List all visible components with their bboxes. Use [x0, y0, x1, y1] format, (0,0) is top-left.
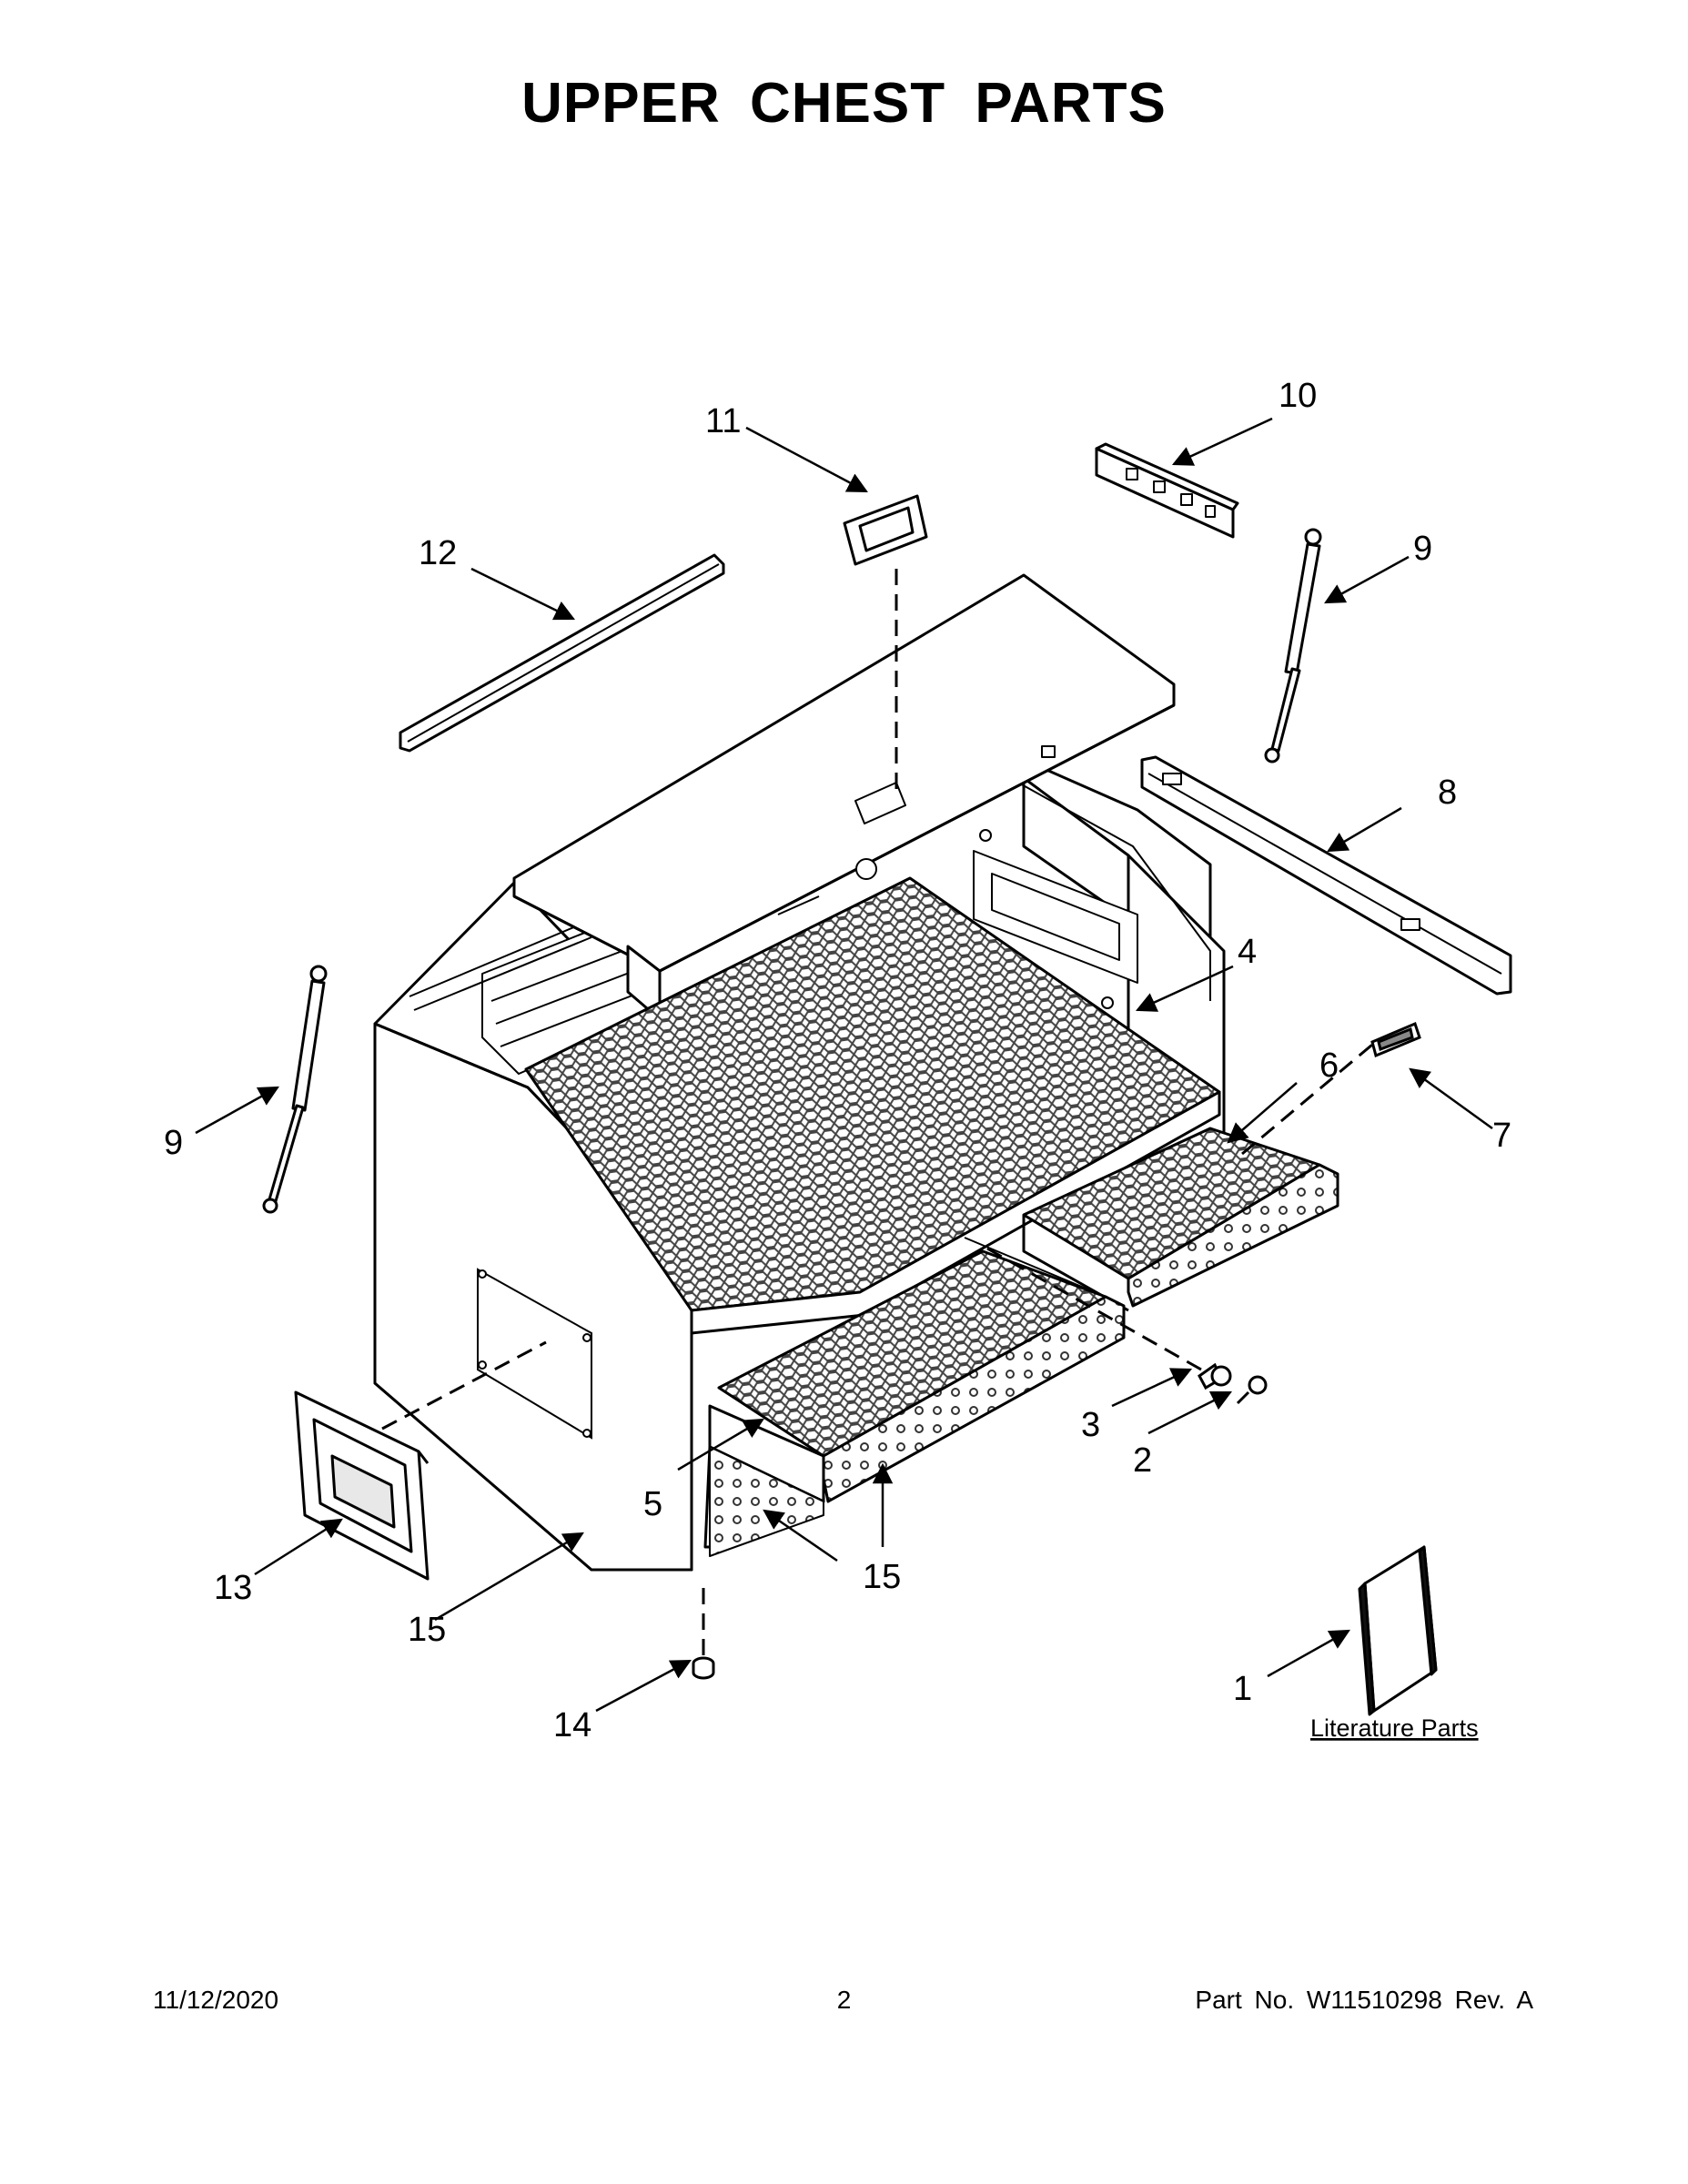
gas-strut-left	[262, 965, 328, 1214]
lower-drawer-tray	[703, 1237, 1126, 1557]
callout-5: 5	[643, 1485, 662, 1523]
drawer-slide	[1140, 755, 1512, 996]
mounting-plate	[477, 1268, 592, 1440]
callout-13: 13	[214, 1569, 252, 1607]
footer-date: 11/12/2020	[153, 1986, 279, 2014]
callout-arrows	[195, 417, 1493, 1713]
lid	[512, 573, 1176, 1021]
callout-7: 7	[1492, 1117, 1511, 1155]
callout-2: 2	[1133, 1441, 1152, 1480]
callout-1: 1	[1233, 1670, 1252, 1708]
drawer-screw	[1236, 1375, 1268, 1405]
literature-parts-label: Literature Parts	[1310, 1714, 1479, 1742]
callout-6: 6	[1319, 1046, 1339, 1085]
callout-15-center: 15	[863, 1558, 901, 1596]
callout-8: 8	[1438, 774, 1457, 812]
footer-page-number: 2	[836, 1986, 852, 2014]
logo-badge	[1370, 1021, 1421, 1058]
chest-foot	[692, 1656, 715, 1680]
literature-booklet	[1358, 1545, 1438, 1716]
callout-15-left: 15	[408, 1611, 446, 1649]
assembly-lines	[381, 569, 1373, 1658]
callout-9-right: 9	[1413, 530, 1432, 568]
right-drawer-tray	[1022, 1127, 1339, 1312]
callout-9-left: 9	[164, 1124, 183, 1162]
footer-part-number: Part No. W11510298 Rev. A	[1195, 1986, 1533, 2014]
side-handle	[294, 1390, 430, 1581]
drawer-knob	[1198, 1362, 1232, 1390]
callout-12: 12	[419, 534, 457, 572]
power-strip	[1095, 442, 1239, 539]
callout-10: 10	[1279, 377, 1317, 415]
callout-labels: 11 10 9 12 8 4 9 7 6 3 2 5 15 15 13 14 1…	[164, 377, 1511, 1744]
page-title: UPPER CHEST PARTS	[521, 72, 1167, 135]
callout-14: 14	[553, 1706, 591, 1744]
upper-mesh-mat	[524, 876, 1221, 1335]
lid-lock	[843, 494, 928, 566]
callout-3: 3	[1081, 1406, 1100, 1444]
callout-4: 4	[1238, 933, 1257, 971]
callout-11: 11	[705, 402, 741, 440]
gas-strut-right	[1264, 528, 1322, 763]
lid-trim-strip	[399, 553, 725, 753]
